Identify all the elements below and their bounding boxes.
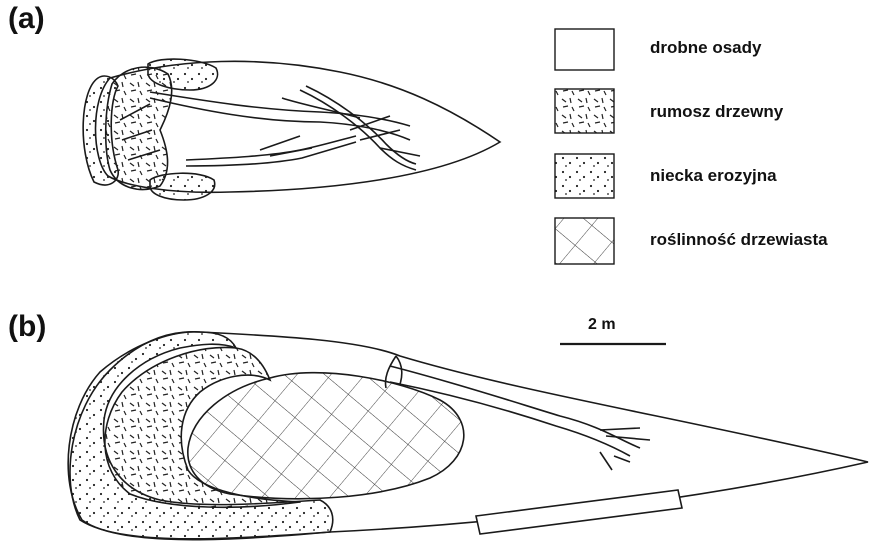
legend-label-scour: niecka erozyjna [650, 166, 777, 186]
legend-label-veg: roślinność drzewiasta [650, 230, 828, 250]
legend-swatch-fine [555, 29, 614, 70]
legend-swatches [555, 29, 614, 264]
panel-a-label: (a) [8, 2, 45, 36]
panel-a-debris [106, 67, 172, 189]
panel-a-trunk-1b [150, 98, 410, 140]
scale-bar-label: 2 m [588, 316, 616, 334]
legend-label-debris: rumosz drzewny [650, 102, 783, 122]
legend-label-fine: drobne osady [650, 38, 761, 58]
panel-a-sketch [83, 59, 500, 200]
panel-b-label: (b) [8, 310, 46, 344]
panel-b-sketch [68, 332, 868, 540]
legend-swatch-veg [555, 218, 614, 264]
legend-swatch-debris [555, 89, 614, 133]
legend-swatch-scour [555, 154, 614, 198]
